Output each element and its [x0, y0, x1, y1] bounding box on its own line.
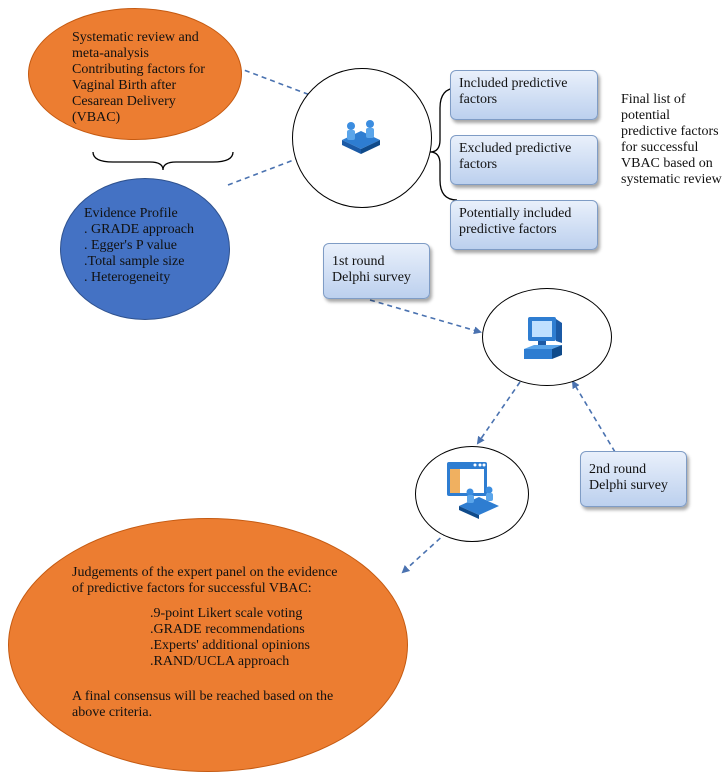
evidence-profile-text: Evidence Profile . GRADE approach . Egge…	[84, 206, 195, 285]
arrow-review-to-meeting	[227, 63, 320, 100]
arrow-presentation-to-judgement	[401, 531, 448, 574]
round1-delphi-box: 1st round Delphi survey	[323, 243, 430, 299]
arrow-round2-to-computer	[571, 380, 616, 453]
included-factors-box: Included predictive factors	[450, 70, 598, 120]
round2-delphi-box: 2nd round Delphi survey	[580, 451, 687, 507]
horizontal-brace	[92, 151, 234, 171]
judgement-intro: Judgements of the expert panel on the ev…	[72, 565, 338, 596]
excluded-factors-box: Excluded predictive factors	[450, 135, 598, 185]
systematic-review-ellipse	[28, 8, 242, 140]
meeting-people-icon	[342, 120, 380, 154]
judgement-ellipse	[8, 518, 408, 772]
judgement-criteria: .9-point Likert scale voting .GRADE reco…	[150, 606, 311, 669]
arrow-round1-to-computer	[369, 299, 482, 335]
computer-icon	[524, 317, 562, 359]
arrow-computer-to-presentation	[476, 381, 521, 445]
final-list-note: Final list of potential predictive facto…	[621, 92, 722, 187]
potentially-included-factors-box: Potentially included predictive factors	[450, 200, 598, 250]
judgement-conclusion: A final consensus will be reached based …	[72, 689, 334, 720]
systematic-review-text: Systematic review and meta-analysis Cont…	[72, 30, 205, 125]
presentation-icon	[447, 462, 499, 519]
evidence-profile-ellipse	[60, 178, 230, 320]
